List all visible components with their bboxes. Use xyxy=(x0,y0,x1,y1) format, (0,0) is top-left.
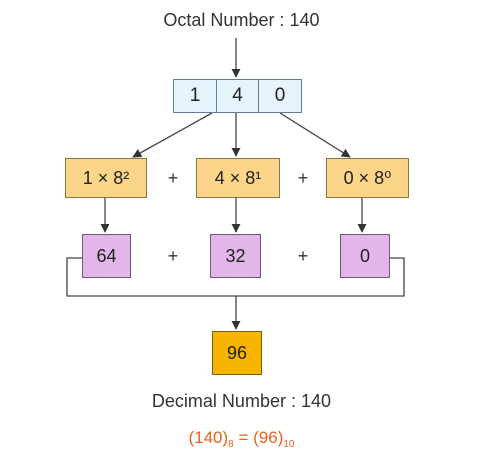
digit-box-1: 1 xyxy=(173,79,217,113)
term3-exponent: ⁰ xyxy=(384,167,392,188)
formula-left-base: 8 xyxy=(228,439,234,450)
arrow-digit3-to-term3 xyxy=(279,112,351,158)
digit-box-2: 4 xyxy=(216,79,259,113)
decimal-separator: : xyxy=(290,391,296,411)
formula-right-base: 10 xyxy=(283,439,295,450)
value-box-3: 0 xyxy=(340,234,390,278)
formula-left-number: (140) xyxy=(188,428,229,447)
plus-sign-2: + xyxy=(297,168,309,188)
octal-separator: : xyxy=(279,10,285,30)
term1-base: 8 xyxy=(113,167,124,188)
plus-sign-3: + xyxy=(167,246,179,266)
conversion-formula: (140)8 = (96)10 xyxy=(0,428,483,450)
plus-sign-4: + xyxy=(297,246,309,266)
term1-exponent: ² xyxy=(123,167,130,188)
formula-equals: = xyxy=(238,428,249,447)
digit-box-3: 0 xyxy=(258,79,302,113)
octal-number-heading: Octal Number : 140 xyxy=(0,10,483,31)
term2-coefficient: 4 xyxy=(214,167,225,188)
result-box: 96 xyxy=(212,331,262,375)
term1-coefficient: 1 xyxy=(82,167,93,188)
decimal-number-heading: Decimal Number : 140 xyxy=(0,391,483,412)
formula-right-number: (96) xyxy=(253,428,284,447)
arrow-digit1-to-term1 xyxy=(132,112,213,158)
octal-value: 140 xyxy=(289,10,320,30)
term3-times: × xyxy=(358,167,370,188)
plus-sign-1: + xyxy=(167,168,179,188)
term3-coefficient: 0 xyxy=(343,167,354,188)
term1-times: × xyxy=(97,167,109,188)
octal-label: Octal Number xyxy=(163,10,275,30)
decimal-value: 140 xyxy=(301,391,332,411)
value-box-1: 64 xyxy=(82,234,131,278)
term2-times: × xyxy=(229,167,241,188)
term2-base: 8 xyxy=(245,167,256,188)
value-box-2: 32 xyxy=(210,234,261,278)
term2-exponent: ¹ xyxy=(255,167,262,188)
term3-base: 8 xyxy=(374,167,385,188)
decimal-label: Decimal Number xyxy=(151,391,286,411)
